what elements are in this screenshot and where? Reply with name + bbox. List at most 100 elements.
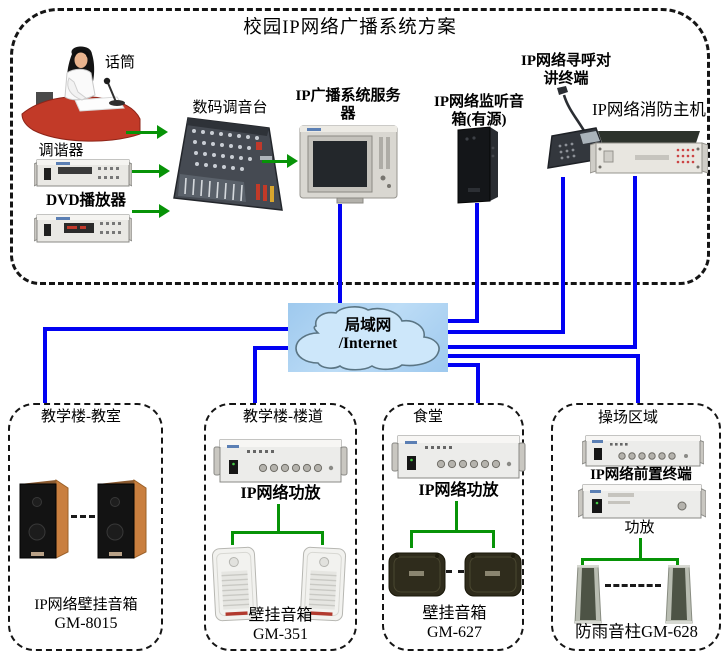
- monitor-label-line1: IP网络监听音: [433, 94, 524, 110]
- canteen-speaker-left: [388, 550, 446, 598]
- headend-box: [10, 8, 710, 285]
- playground-terminal-label: IP网络前置终端: [590, 467, 692, 483]
- tuner-label: 调谐器: [38, 143, 84, 159]
- zone-classroom-name: 教学楼-教室: [41, 409, 121, 425]
- corridor-device-line1: 壁挂音箱: [248, 607, 313, 624]
- classroom-speaker-left: [18, 478, 70, 560]
- line-server-to-cloud: [338, 204, 342, 303]
- corridor-branch-right: [321, 531, 324, 545]
- dvd-label: DVD播放器: [45, 192, 127, 209]
- fire-host-label: IP网络消防主机: [592, 100, 706, 119]
- canteen-branch-bar: [410, 530, 495, 533]
- mic-head: [103, 77, 111, 85]
- playground-device-label: 防雨音柱GM-628: [575, 622, 698, 641]
- arrow-mic-to-mixer: [126, 125, 168, 139]
- playground-branch-left: [581, 558, 584, 566]
- line-paging-horizontal: [448, 330, 565, 334]
- line-fire-vertical: [633, 176, 637, 349]
- monitor-label-line2: 箱(有源): [451, 111, 507, 128]
- corridor-branch-stem: [277, 504, 280, 531]
- cloud-label: 局域网 /Internet: [288, 317, 448, 354]
- mic-stem: [107, 82, 117, 103]
- corridor-speaker-left: [208, 544, 262, 625]
- line-classroom-vertical: [43, 327, 47, 403]
- canteen-device-label: 壁挂音箱 GM-627: [392, 605, 517, 643]
- playground-speaker-dashes: [605, 584, 661, 587]
- diagram-title: 校园IP网络广播系统方案: [243, 18, 457, 38]
- paper: [74, 96, 125, 112]
- dvd-image: [34, 212, 132, 246]
- arm: [67, 77, 87, 101]
- corridor-branch-left: [231, 531, 234, 545]
- server-label-line1: IP广播系统服务: [295, 88, 401, 104]
- zone-corridor-name: 教学楼-楼道: [243, 409, 323, 425]
- playground-branch-stem: [639, 538, 642, 558]
- mic-base: [109, 100, 125, 106]
- canteen-device-line1: 壁挂音箱: [422, 605, 487, 622]
- line-classroom-horizontal: [43, 327, 288, 331]
- server-image: [299, 120, 399, 205]
- line-corridor-horizontal: [253, 346, 288, 350]
- line-monitor-horizontal: [448, 319, 479, 323]
- fire-host-image: [590, 131, 708, 176]
- classroom-device-line2: GM-8015: [54, 614, 118, 632]
- playground-terminal-image: [582, 434, 704, 468]
- zone-playground-name: 操场区域: [597, 410, 658, 426]
- line-monitor-vertical: [475, 203, 479, 323]
- line-playground-horizontal: [448, 354, 640, 358]
- cloud-label-line2: /Internet: [338, 335, 398, 353]
- classroom-device-label: IP网络壁挂音箱 GM-8015: [14, 597, 158, 634]
- canteen-device-line2: GM-627: [426, 623, 483, 641]
- mic-label: 话筒: [104, 55, 135, 71]
- face: [74, 52, 88, 68]
- corridor-branch-bar: [231, 531, 324, 534]
- tuner-image: [34, 158, 132, 190]
- zone-canteen-name: 食堂: [412, 409, 443, 425]
- paging-label-line2: 讲终端: [543, 70, 589, 87]
- canteen-amp-label: IP网络功放: [418, 482, 499, 499]
- monitor-speaker-label: IP网络监听音 箱(有源): [424, 94, 534, 129]
- paging-terminal-label: IP网络寻呼对 讲终端: [506, 53, 626, 88]
- canteen-branch-right: [492, 530, 495, 548]
- line-corridor-vertical: [253, 346, 257, 403]
- playground-column-left: [574, 565, 602, 625]
- cloud-label-line1: 局域网: [344, 317, 392, 334]
- classroom-speaker-dashes: [71, 515, 95, 518]
- corridor-speaker-right: [296, 544, 350, 625]
- corridor-device-label: 壁挂音箱 GM-351: [218, 607, 343, 645]
- line-canteen-horizontal: [448, 363, 480, 367]
- cloud-image: [288, 303, 448, 372]
- canteen-branch-stem: [455, 501, 458, 530]
- line-playground-vertical: [636, 354, 640, 403]
- playground-amp-image: [578, 483, 706, 520]
- paging-label-line1: IP网络寻呼对: [520, 53, 611, 69]
- zone-classroom-box: [8, 403, 163, 651]
- corridor-amp-label: IP网络功放: [240, 485, 321, 502]
- classroom-device-line1: IP网络壁挂音箱: [34, 597, 138, 613]
- playground-branch-bar: [581, 558, 679, 561]
- hair-front: [73, 49, 89, 58]
- corridor-device-line2: GM-351: [252, 625, 309, 643]
- mixer-image: [172, 112, 284, 226]
- line-fire-horizontal: [448, 345, 637, 349]
- arrow-tuner-to-mixer: [132, 164, 170, 178]
- playground-column-right: [665, 565, 693, 625]
- arrow-mixer-to-server: [262, 154, 298, 168]
- canteen-branch-left: [410, 530, 413, 548]
- line-paging-vertical: [561, 177, 565, 334]
- zone-playground-box: [551, 403, 721, 651]
- canteen-speaker-dashes: [446, 570, 464, 573]
- server-label: IP广播系统服务 器: [293, 88, 403, 123]
- canteen-speaker-right: [464, 550, 522, 598]
- playground-amp-label: 功放: [624, 520, 655, 536]
- server-label-line2: 器: [340, 105, 356, 122]
- zone-canteen-box: [382, 403, 524, 651]
- mixer-label: 数码调音台: [192, 100, 268, 116]
- playground-branch-right: [676, 558, 679, 566]
- monitor-speaker-image: [452, 126, 502, 204]
- classroom-speaker-right: [96, 478, 148, 560]
- arrow-dvd-to-mixer: [132, 204, 170, 218]
- corridor-amp-image: [213, 438, 348, 484]
- canteen-amp-image: [391, 434, 526, 480]
